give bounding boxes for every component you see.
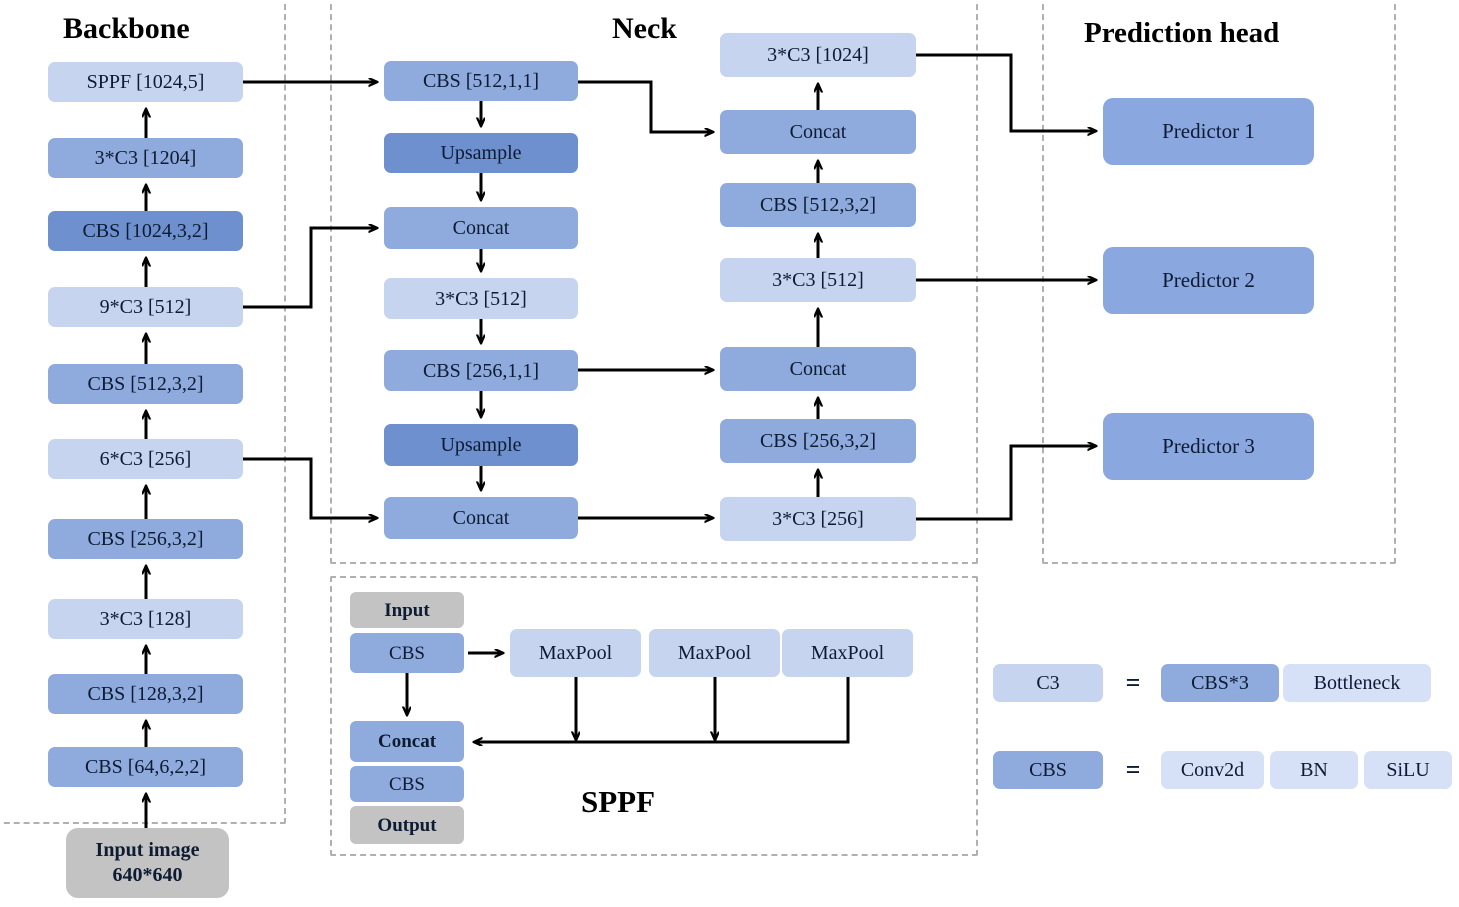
sppf-title: SPPF: [581, 784, 656, 819]
sppf-concat-box[interactable]: Concat: [350, 721, 464, 762]
neck-node-c3-512-right[interactable]: 3*C3 [512]: [720, 258, 916, 302]
legend-part-bottleneck: Bottleneck: [1283, 664, 1431, 702]
legend-part-cbs3: CBS*3: [1161, 664, 1279, 702]
backbone-node-cbs-1024[interactable]: CBS [1024,3,2]: [48, 211, 243, 251]
prediction-head-group-frame: [1042, 0, 1396, 564]
backbone-node-c3-1204[interactable]: 3*C3 [1204]: [48, 138, 243, 178]
sppf-maxpool-3-box[interactable]: MaxPool: [782, 629, 913, 677]
predictor-2-box[interactable]: Predictor 2: [1103, 247, 1314, 314]
legend-equals-1: =: [1125, 668, 1141, 697]
neck-node-concat-2[interactable]: Concat: [384, 497, 578, 539]
predictor-1-box[interactable]: Predictor 1: [1103, 98, 1314, 165]
backbone-node-sppf[interactable]: SPPF [1024,5]: [48, 62, 243, 102]
neck-node-cbs-512-1-1[interactable]: CBS [512,1,1]: [384, 61, 578, 101]
sppf-group-frame: [330, 576, 978, 856]
backbone-node-cbs-64[interactable]: CBS [64,6,2,2]: [48, 747, 243, 787]
neck-title: Neck: [612, 12, 677, 45]
sppf-input-box[interactable]: Input: [350, 592, 464, 628]
neck-node-cbs-256-3-2[interactable]: CBS [256,3,2]: [720, 419, 916, 463]
backbone-node-c3-128[interactable]: 3*C3 [128]: [48, 599, 243, 639]
backbone-node-cbs-512[interactable]: CBS [512,3,2]: [48, 364, 243, 404]
backbone-node-c3-512[interactable]: 9*C3 [512]: [48, 287, 243, 327]
neck-node-concat-3[interactable]: Concat: [720, 110, 916, 154]
legend-part-silu: SiLU: [1364, 751, 1452, 789]
sppf-maxpool-1-box[interactable]: MaxPool: [510, 629, 641, 677]
backbone-group-frame: [0, 0, 286, 824]
neck-node-concat-4[interactable]: Concat: [720, 347, 916, 391]
input-image-box[interactable]: Input image 640*640: [66, 828, 229, 898]
sppf-maxpool-2-box[interactable]: MaxPool: [649, 629, 780, 677]
backbone-node-cbs-256[interactable]: CBS [256,3,2]: [48, 519, 243, 559]
backbone-title: Backbone: [63, 12, 190, 45]
sppf-cbs-top-box[interactable]: CBS: [350, 633, 464, 673]
neck-node-concat-1[interactable]: Concat: [384, 207, 578, 249]
legend-part-conv2d: Conv2d: [1161, 751, 1264, 789]
legend-equals-2: =: [1125, 755, 1141, 784]
sppf-output-box[interactable]: Output: [350, 806, 464, 844]
neck-node-c3-1024[interactable]: 3*C3 [1024]: [720, 33, 916, 77]
prediction-head-title: Prediction head: [1084, 17, 1280, 49]
neck-node-c3-512[interactable]: 3*C3 [512]: [384, 278, 578, 319]
input-image-line1: Input image: [95, 839, 200, 861]
sppf-cbs-bottom-box[interactable]: CBS: [350, 766, 464, 802]
legend-key-c3: C3: [993, 664, 1103, 702]
neck-node-upsample-2[interactable]: Upsample: [384, 424, 578, 466]
neck-node-cbs-512-3-2[interactable]: CBS [512,3,2]: [720, 183, 916, 227]
legend-key-cbs: CBS: [993, 751, 1103, 789]
input-image-line2: 640*640: [112, 864, 183, 886]
neck-node-c3-256[interactable]: 3*C3 [256]: [720, 497, 916, 541]
predictor-3-box[interactable]: Predictor 3: [1103, 413, 1314, 480]
backbone-node-cbs-128[interactable]: CBS [128,3,2]: [48, 674, 243, 714]
neck-node-upsample-1[interactable]: Upsample: [384, 133, 578, 173]
backbone-node-c3-256[interactable]: 6*C3 [256]: [48, 439, 243, 479]
legend-part-bn: BN: [1270, 751, 1358, 789]
neck-node-cbs-256-1-1[interactable]: CBS [256,1,1]: [384, 350, 578, 391]
